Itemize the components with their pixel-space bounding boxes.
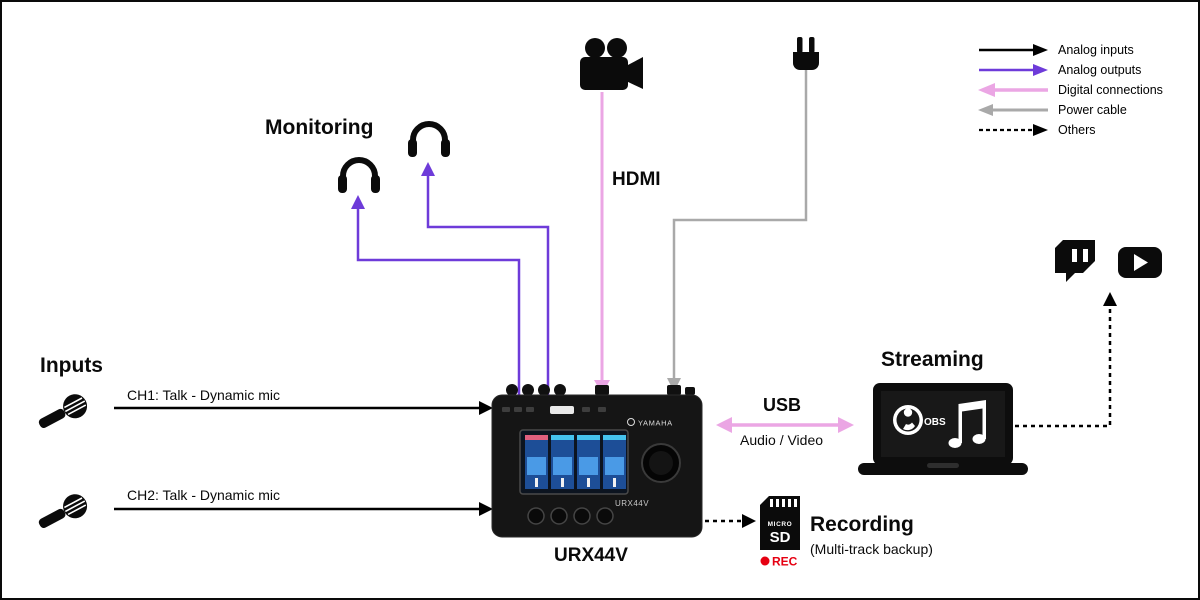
legend-label: Analog outputs [1058, 63, 1142, 77]
analog-outputs-arrow-sample [979, 64, 1048, 76]
ch1-analog-input-arrow [114, 401, 493, 415]
rec-dot [760, 556, 770, 566]
legend: Analog inputs Analog outputs Digital con… [978, 40, 1163, 140]
recording-dashed-arrow [705, 514, 756, 528]
device-screen [519, 429, 629, 495]
power-cable-line [667, 68, 808, 392]
video-camera-icon [580, 38, 643, 90]
microsd-micro-text: MICRO [768, 521, 793, 528]
legend-item-analog-inputs: Analog inputs [978, 40, 1163, 60]
microphone-icon-ch1 [38, 394, 88, 429]
device-face-model-text: URX44V [615, 499, 649, 508]
screen-channel-strip [577, 435, 600, 489]
usb-digital-arrow [716, 417, 854, 433]
microsd-card-icon: MICRO SD REC [760, 496, 800, 569]
device-small-knob [550, 507, 568, 525]
music-note-icon [948, 400, 986, 448]
microphone-icon-ch2 [38, 494, 88, 529]
power-cable-arrow-sample [978, 104, 1048, 116]
device-small-knob [596, 507, 614, 525]
legend-label: Others [1058, 123, 1096, 137]
youtube-icon [1118, 247, 1162, 278]
inputs-label: Inputs [40, 354, 103, 377]
legend-label: Digital connections [1058, 83, 1163, 97]
legend-label: Power cable [1058, 103, 1127, 117]
analog-inputs-arrow-sample [979, 44, 1048, 56]
headphones-icon-left [338, 157, 380, 193]
laptop-icon: OBS [858, 383, 1028, 475]
device-small-knob [527, 507, 545, 525]
obs-label: OBS [924, 417, 946, 428]
device-small-knob [573, 507, 591, 525]
monitor-output-arrow-1 [351, 195, 521, 397]
digital-connections-arrow-sample [978, 83, 1048, 97]
monitor-output-arrow-2 [421, 162, 550, 397]
others-arrow-sample [979, 124, 1048, 136]
power-plug-icon [793, 37, 819, 70]
yamaha-logo-text: YAMAHA [638, 419, 673, 428]
screen-channel-strip [525, 435, 548, 489]
streaming-dashed-arrow [1015, 292, 1117, 428]
device-label: URX44V [554, 545, 628, 566]
legend-item-analog-outputs: Analog outputs [978, 60, 1163, 80]
ch2-label: CH2: Talk - Dynamic mic [127, 487, 280, 503]
monitoring-label: Monitoring [265, 116, 374, 139]
recording-label: Recording [810, 513, 914, 536]
yamaha-logo: YAMAHA [627, 418, 673, 428]
hdmi-digital-arrow [594, 92, 610, 394]
hdmi-label: HDMI [612, 169, 661, 190]
legend-label: Analog inputs [1058, 43, 1134, 57]
usb-sub-label: Audio / Video [740, 432, 824, 448]
obs-logo-icon [893, 405, 923, 435]
ch1-label: CH1: Talk - Dynamic mic [127, 387, 280, 403]
legend-item-digital-connections: Digital connections [978, 80, 1163, 100]
legend-item-others: Others [978, 120, 1163, 140]
usb-label: USB [763, 395, 802, 415]
screen-channel-strip [551, 435, 574, 489]
screen-channel-strip [603, 435, 626, 489]
rec-label: REC [772, 555, 798, 569]
headphones-icon-right [408, 121, 450, 157]
ch2-analog-input-arrow [114, 502, 493, 516]
twitch-icon [1055, 240, 1095, 282]
streaming-label: Streaming [881, 348, 984, 371]
urx44v-device: YAMAHA [491, 384, 703, 538]
microsd-sd-text: SD [770, 529, 791, 546]
recording-sub-label: (Multi-track backup) [810, 541, 933, 557]
legend-item-power-cable: Power cable [978, 100, 1163, 120]
device-main-knob-cap [649, 451, 673, 475]
